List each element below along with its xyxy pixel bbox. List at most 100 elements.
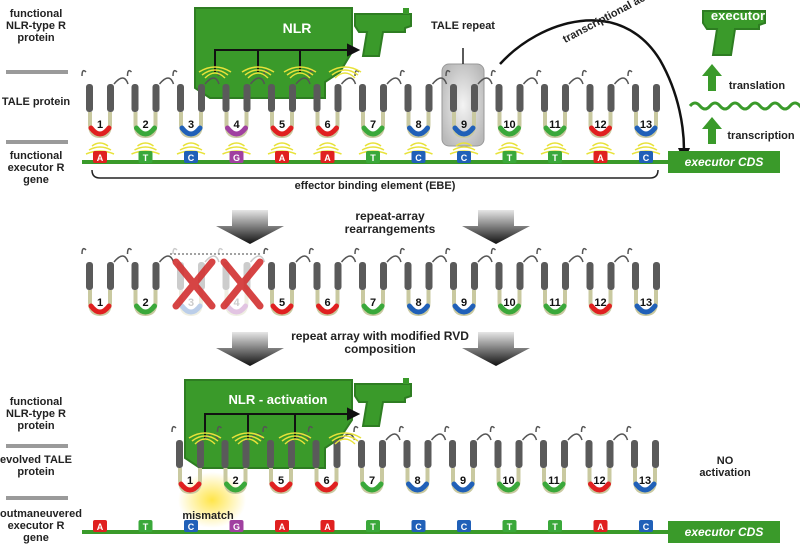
- binding-glow: [543, 146, 567, 151]
- tale-repeat: 7: [353, 425, 401, 495]
- no-activation-label: NO activation: [699, 455, 751, 479]
- repeat-number: 11: [549, 297, 561, 309]
- repeat-number: 11: [548, 475, 560, 487]
- side-label-executor: functional executor R gene: [7, 150, 65, 186]
- tale-repeat: 9: [445, 69, 493, 139]
- binding-glow: [634, 146, 658, 151]
- side-label-nlr-3: functional NLR-type R protein: [6, 396, 66, 432]
- tale-repeat: 1: [81, 247, 129, 317]
- tale-repeat: 7: [354, 247, 402, 317]
- repeat-number: 1: [187, 475, 193, 487]
- ebe-bracket: [91, 169, 659, 179]
- svg-text:T: T: [370, 522, 376, 532]
- repeat-number: 6: [324, 297, 330, 309]
- tale-repeat: 13: [627, 247, 660, 317]
- executor-gun-icon: [702, 10, 766, 56]
- tale-repeat: 12: [581, 247, 630, 317]
- dna-base: A: [593, 520, 608, 532]
- dna-base: G: [229, 520, 244, 532]
- repeat-number: 9: [460, 475, 466, 487]
- binding-glow: [501, 142, 518, 147]
- tale-repeat: 6: [308, 69, 357, 139]
- cross-icon: [172, 258, 264, 310]
- repeat-number: 11: [549, 119, 561, 131]
- binding-glow: [498, 146, 521, 151]
- binding-glow: [270, 146, 294, 151]
- translation-label: translation: [728, 80, 786, 92]
- nlr-activation-label: NLR - activation: [228, 392, 328, 407]
- binding-glow: [455, 142, 473, 147]
- tale-repeat: 2: [126, 69, 175, 139]
- tale-repeat: 1: [171, 425, 219, 495]
- svg-text:T: T: [552, 153, 558, 163]
- executor-cds-1: executor CDS: [668, 151, 780, 173]
- wave-icon: [688, 101, 800, 111]
- tale-repeat: 11: [535, 425, 583, 495]
- down-arrow-right-1: [462, 210, 530, 244]
- svg-text:A: A: [597, 522, 604, 532]
- dna-base: C: [639, 151, 653, 163]
- dna-base: T: [502, 520, 517, 532]
- binding-glow: [225, 146, 248, 151]
- repeat-number: 2: [142, 119, 148, 131]
- tale-repeat: 2: [126, 247, 175, 317]
- repeat-number: 5: [278, 475, 284, 487]
- nlr-label: NLR: [282, 20, 312, 36]
- binding-glow: [316, 146, 339, 151]
- ebe-label: effector binding element (EBE): [294, 180, 456, 192]
- repeat-number: 5: [279, 119, 285, 131]
- tale-repeat: 13: [626, 425, 659, 495]
- repeat-number: 13: [640, 119, 652, 131]
- executor-label: executor: [710, 8, 766, 23]
- tale-repeat: 9: [445, 247, 493, 317]
- tale-repeat: 6: [307, 425, 356, 495]
- svg-text:C: C: [415, 153, 422, 163]
- binding-glow: [589, 146, 612, 151]
- tale-repeat: 4: [217, 69, 266, 139]
- repeat-number: 5: [279, 297, 285, 309]
- tale-repeat: 11: [536, 247, 584, 317]
- dna-base: A: [593, 151, 608, 163]
- separator: [6, 70, 68, 74]
- repeat-number: 7: [369, 475, 375, 487]
- svg-text:A: A: [279, 522, 286, 532]
- svg-text:A: A: [97, 153, 104, 163]
- dna-base: C: [457, 151, 471, 163]
- svg-text:A: A: [324, 522, 331, 532]
- tale-repeat: 10: [490, 69, 539, 139]
- side-label-nlr: functional NLR-type R protein: [6, 8, 66, 44]
- binding-glow: [273, 142, 291, 147]
- mismatch-label: mismatch: [182, 510, 234, 522]
- svg-text:C: C: [461, 522, 468, 532]
- svg-text:C: C: [415, 522, 422, 532]
- repeat-number: 3: [188, 119, 194, 131]
- dna-base: G: [229, 151, 244, 163]
- dna-base: T: [138, 520, 153, 532]
- gun-icon: [354, 8, 412, 57]
- repeat-number: 1: [97, 297, 103, 309]
- down-arrow-left-1: [216, 210, 284, 244]
- svg-text:T: T: [552, 522, 558, 532]
- svg-text:A: A: [597, 153, 604, 163]
- repeat-number: 6: [323, 475, 329, 487]
- svg-text:C: C: [188, 153, 195, 163]
- dna-base: C: [639, 520, 653, 532]
- separator: [6, 140, 68, 144]
- repeat-number: 7: [370, 119, 376, 131]
- tale-repeat: 10: [489, 425, 538, 495]
- repeat-number: 8: [414, 475, 420, 487]
- tale-repeat: 13: [627, 69, 660, 139]
- repeat-number: 4: [233, 297, 240, 309]
- tale-repeat: 5: [263, 69, 311, 139]
- dna-base: T: [366, 520, 380, 532]
- tale-repeat: 6: [308, 247, 357, 317]
- dna-base: T: [502, 151, 517, 163]
- binding-glow: [182, 142, 200, 147]
- repeat-number: 10: [503, 119, 515, 131]
- repeat-number: 7: [370, 297, 376, 309]
- tale-repeat: 8: [399, 69, 448, 139]
- executor-cds-3: executor CDS: [668, 521, 780, 543]
- dna-base: C: [184, 151, 198, 163]
